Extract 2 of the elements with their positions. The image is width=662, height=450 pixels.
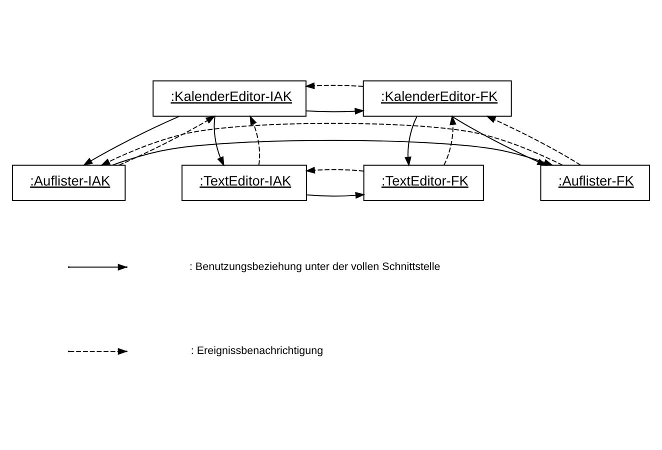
legend-label: : Benutzungsbeziehung unter der vollen Schnittstelle <box>189 260 440 273</box>
legend-label: : Ereignissbenachrichtigung <box>190 345 324 358</box>
